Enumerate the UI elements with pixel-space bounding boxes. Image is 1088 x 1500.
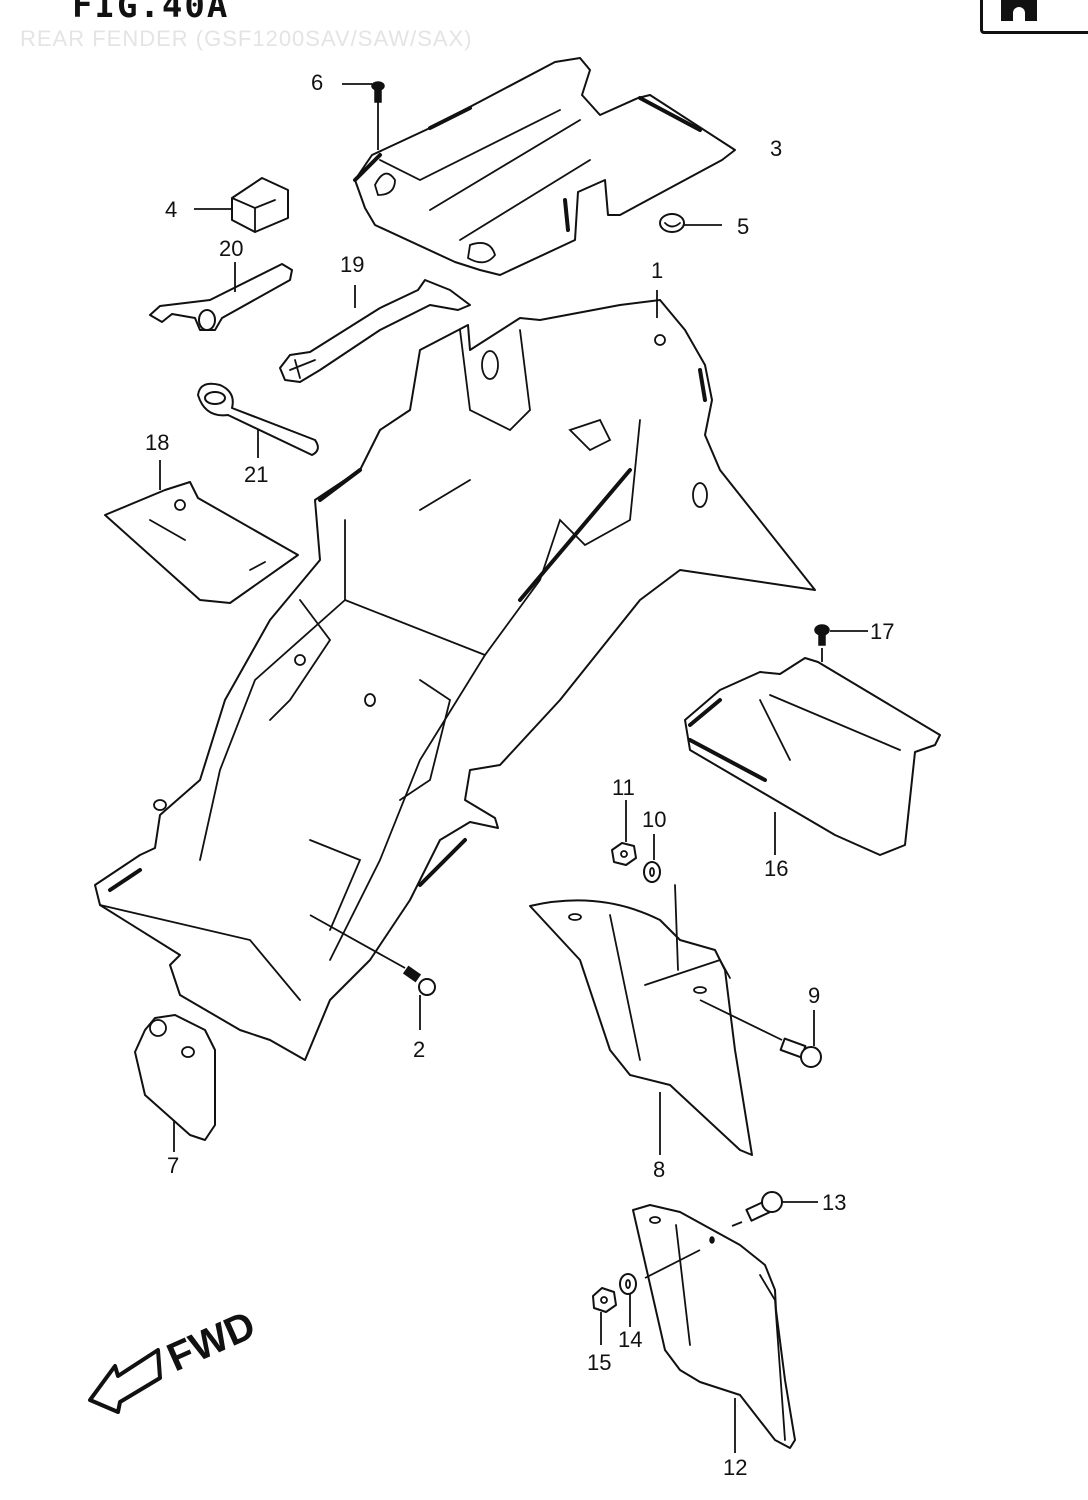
callout-labels: 6 3 4 5 20 19 1 18 21 17 11 10 16 9 2 7 … [145, 70, 894, 1480]
part-1-rear-fender[interactable] [94, 290, 816, 1061]
part-21-ring-wrench[interactable] [197, 382, 319, 458]
part-9-bolt[interactable] [699, 999, 822, 1068]
callout-8: 8 [653, 1157, 665, 1182]
part-19-strap[interactable] [279, 279, 471, 383]
callout-9: 9 [808, 983, 820, 1008]
callout-11: 11 [612, 775, 635, 800]
callout-16: 16 [764, 856, 788, 881]
section-tag-glyph [1001, 0, 1037, 21]
part-2-bolt[interactable] [309, 914, 436, 1030]
part-3-upper-tray-cover[interactable] [353, 57, 736, 276]
fwd-direction-indicator: FWD [88, 1303, 262, 1414]
callout-20: 20 [219, 236, 243, 261]
part-18-tool-bag[interactable] [104, 460, 299, 604]
figure-subtitle: REAR FENDER (GSF1200SAV/SAW/SAX) [20, 26, 473, 51]
callout-3: 3 [770, 136, 782, 161]
part-11-nut[interactable] [611, 800, 637, 866]
part-7-cover-plate[interactable] [134, 1014, 216, 1152]
callout-17: 17 [870, 619, 894, 644]
callout-5: 5 [737, 214, 749, 239]
callout-2: 2 [413, 1037, 425, 1062]
part-20-spanner[interactable] [149, 262, 293, 331]
callout-13: 13 [822, 1190, 846, 1215]
callout-7: 7 [167, 1153, 179, 1178]
part-10-washer[interactable] [643, 834, 661, 883]
part-4-rubber-block[interactable] [194, 177, 289, 233]
callout-10: 10 [642, 807, 666, 832]
callout-4: 4 [165, 197, 177, 222]
part-14-washer[interactable] [619, 1273, 637, 1327]
part-16-tray[interactable] [684, 657, 941, 856]
callout-12: 12 [723, 1455, 747, 1480]
part-15-nut[interactable] [592, 1287, 617, 1345]
callout-14: 14 [618, 1327, 642, 1352]
callout-18: 18 [145, 430, 169, 455]
callout-21: 21 [244, 462, 268, 487]
fwd-arrow-icon [88, 1348, 162, 1414]
figure-title: FIG.40A [72, 0, 230, 26]
section-tag [980, 0, 1088, 34]
callout-1: 1 [651, 258, 663, 283]
callout-19: 19 [340, 252, 364, 277]
part-8-side-guard[interactable] [529, 884, 753, 1156]
part-5-cushion-grommet[interactable] [659, 213, 722, 233]
fwd-label: FWD [161, 1303, 262, 1380]
part-12-lower-guard[interactable] [632, 1204, 796, 1453]
callout-15: 15 [587, 1350, 611, 1375]
callout-6: 6 [311, 70, 323, 95]
part-6-screw[interactable] [342, 81, 385, 150]
part-13-bolt[interactable] [731, 1191, 818, 1227]
part-17-screw[interactable] [814, 624, 868, 662]
